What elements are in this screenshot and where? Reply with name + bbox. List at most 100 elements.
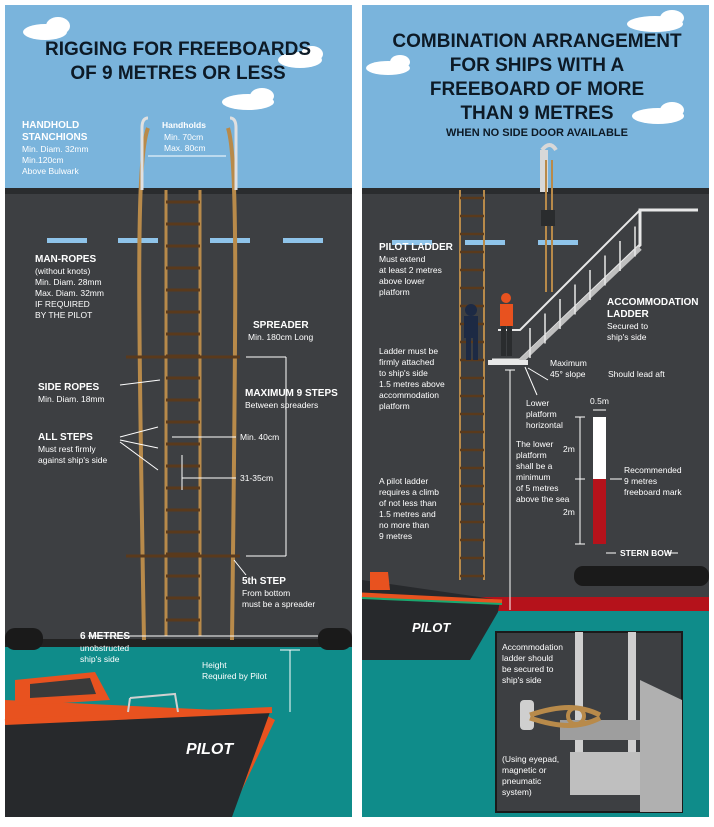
climb-line: 1.5 metres and — [379, 509, 436, 519]
stern-bow-label: STERN BOW — [620, 548, 673, 558]
right-title-line4: THAN 9 METRES — [460, 103, 613, 124]
lower-platform-min-line: of 5 metres — [516, 483, 559, 493]
recommended-line: freeboard mark — [624, 487, 682, 497]
right-title-line3: FREEBOARD OF MORE — [430, 79, 644, 100]
accommodation-ladder — [488, 208, 698, 365]
davit — [540, 143, 558, 292]
manropes-line: (without knots) — [35, 266, 90, 276]
manropes-line: BY THE PILOT — [35, 310, 92, 320]
maxsteps-line: Between spreaders — [245, 400, 318, 410]
six-metres-heading: 6 METRES — [80, 631, 130, 642]
left-panel: RIGGING FOR FREEBOARDS OF 9 METRES OR LE… — [4, 5, 352, 817]
right-pilot-boat — [361, 572, 503, 660]
lower-platform-line: Lower — [526, 398, 549, 408]
right-subtitle: WHEN NO SIDE DOOR AVAILABLE — [446, 127, 628, 139]
lead-aft-label: Should lead aft — [608, 369, 665, 379]
man-ropes — [137, 127, 238, 641]
climb-line: of not less than — [379, 498, 437, 508]
right-title-line1: COMBINATION ARRANGEMENT — [392, 31, 682, 52]
right-ladder-rungs — [460, 196, 484, 578]
height-line: Height — [202, 660, 227, 670]
slope-line: 45° slope — [550, 369, 586, 379]
scale-top-label: 2m — [563, 444, 575, 454]
inset-line: magnetic or — [502, 765, 547, 775]
lower-platform-min-line: minimum — [516, 472, 550, 482]
pilot-figure — [464, 304, 478, 360]
lower-platform-line: platform — [526, 409, 557, 419]
attached-line: Ladder must be — [379, 346, 438, 356]
spreaders — [126, 355, 240, 558]
inset-detail — [495, 631, 683, 813]
pilot-ladder-line: above lower — [379, 276, 425, 286]
stanchions-heading-2: STANCHIONS — [22, 132, 88, 143]
handholds-line: Max. 80cm — [164, 143, 206, 153]
handholds-heading: Handholds — [162, 120, 206, 130]
stanchions-line: Min. Diam. 32mm — [22, 144, 89, 154]
lower-platform-min-line: platform — [516, 450, 547, 460]
fifth-step-line: From bottom — [242, 588, 290, 598]
maxsteps-heading: MAXIMUM 9 STEPS — [245, 388, 338, 399]
manropes-line: IF REQUIRED — [35, 299, 90, 309]
acc-ladder-heading-1: ACCOMMODATION — [607, 297, 698, 308]
slope-line: Maximum — [550, 358, 587, 368]
manropes-line: Max. Diam. 32mm — [35, 288, 104, 298]
right-title-line2: FOR SHIPS WITH A — [450, 55, 625, 76]
attached-line: accommodation — [379, 390, 439, 400]
recommended-line: 9 metres — [624, 476, 657, 486]
handholds-line: Min. 70cm — [164, 132, 203, 142]
right-fender — [574, 566, 709, 586]
right-boat-label: PILOT — [412, 620, 451, 635]
six-metres-line: unobstructed — [80, 643, 129, 653]
lower-platform-min-line: above the sea — [516, 494, 570, 504]
climb-line: requires a climb — [379, 487, 439, 497]
left-title-line1: RIGGING FOR FREEBOARDS — [45, 39, 311, 60]
inset-line: ladder should — [502, 653, 553, 663]
left-waterline — [5, 639, 352, 647]
lower-platform-line: horizontal — [526, 420, 563, 430]
attached-line: firmly attached — [379, 357, 435, 367]
recommended-line: Recommended — [624, 465, 682, 475]
crew-figure — [500, 293, 513, 356]
left-clouds — [23, 17, 323, 110]
inset-line: (Using eyepad, — [502, 754, 559, 764]
left-boat-label: PILOT — [186, 741, 234, 758]
lower-platform-min-line: The lower — [516, 439, 553, 449]
manropes-line: Min. Diam. 28mm — [35, 277, 102, 287]
climb-line: no more than — [379, 520, 429, 530]
stanchions-heading-1: HANDHOLD — [22, 120, 79, 131]
allsteps-line: against ship's side — [38, 455, 107, 465]
left-pilot-boat — [4, 672, 275, 817]
manropes-heading: MAN-ROPES — [35, 254, 96, 265]
pilot-ladder-heading: PILOT LADDER — [379, 242, 454, 253]
left-annotation-lines — [88, 155, 318, 712]
allsteps-heading: ALL STEPS — [38, 432, 93, 443]
fifth-step-heading: 5th STEP — [242, 576, 286, 587]
lower-platform-min-line: shall be a — [516, 461, 553, 471]
right-panel: COMBINATION ARRANGEMENT FOR SHIPS WITH A… — [361, 5, 709, 817]
ladder-side-ropes — [164, 190, 202, 636]
pilot-ladder-line: Must extend — [379, 254, 426, 264]
spacing-label: 31-35cm — [240, 473, 273, 483]
allsteps-line: Must rest firmly — [38, 444, 96, 454]
inset-line: Accommodation — [502, 642, 563, 652]
fifth-step-line: must be a spreader — [242, 599, 315, 609]
right-fender — [318, 628, 352, 650]
acc-ladder-heading-2: LADDER — [607, 309, 649, 320]
stanchions — [140, 116, 238, 190]
inset-line: pneumatic — [502, 776, 542, 786]
inset-line: ship's side — [502, 675, 542, 685]
attached-line: to ship's side — [379, 368, 428, 378]
scale-bottom-label: 2m — [563, 507, 575, 517]
freeboard-scale — [575, 409, 678, 554]
stanchions-line: Above Bulwark — [22, 166, 79, 176]
right-ladder-ropes — [459, 190, 485, 580]
pilot-ladder-line: platform — [379, 287, 410, 297]
siderope-line: Min. Diam. 18mm — [38, 394, 105, 404]
pilot-ladder-line: at least 2 metres — [379, 265, 442, 275]
inset-line: system) — [502, 787, 532, 797]
climb-line: A pilot ladder — [379, 476, 428, 486]
spreader-line: Min. 180cm Long — [248, 332, 313, 342]
spreader-heading: SPREADER — [253, 320, 309, 331]
attached-line: 1.5 metres above — [379, 379, 445, 389]
